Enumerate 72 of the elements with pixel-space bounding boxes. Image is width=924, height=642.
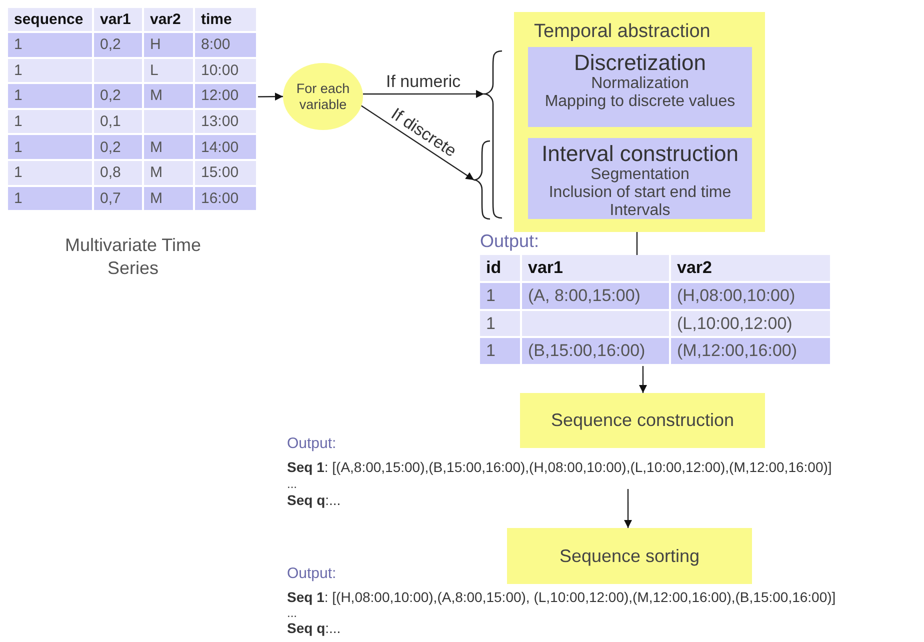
header-cell: var1 xyxy=(522,255,669,281)
table-cell: 0,2 xyxy=(94,33,142,57)
output-heading: Output: xyxy=(287,436,336,452)
table-cell: 1 xyxy=(8,110,92,134)
table-cell: (B,15:00,16:00) xyxy=(522,338,669,364)
table-cell: 0,8 xyxy=(94,161,142,185)
table-cell: 0,2 xyxy=(94,84,142,108)
table-cell: 1 xyxy=(8,186,92,210)
box-text: Inclusion of start end time xyxy=(548,184,732,202)
table-cell: M xyxy=(144,135,193,159)
header-cell: time xyxy=(195,8,256,31)
table-cell: M xyxy=(144,84,193,108)
table-cell: L xyxy=(144,58,193,82)
sequence-text: Seq 1: [(H,08:00,10:00),(A,8:00,15:00), (L,10:00,12:00),(M,12:00,16:00),(B,15:00,16:00)] xyxy=(287,590,836,606)
header-cell: var2 xyxy=(144,8,193,31)
curly-brace xyxy=(474,140,490,220)
table-cell: 1 xyxy=(8,161,92,185)
sequence-text: Seq 1: [(A,8:00,15:00),(B,15:00,16:00),(H,08:00,10:00),(L,10:00,12:00),(M,12:00,16:00)] xyxy=(287,460,832,476)
table-cell: M xyxy=(144,161,193,185)
box-text: Normalization xyxy=(590,75,690,93)
table-cell: 1 xyxy=(480,338,520,364)
table-cell: 13:00 xyxy=(195,110,256,134)
box-text: Mapping to discrete values xyxy=(544,93,736,111)
table-cell: 1 xyxy=(480,310,520,336)
table-cell: 1 xyxy=(8,135,92,159)
table-cell: (L,10:00,12:00) xyxy=(671,310,830,336)
header-cell: var2 xyxy=(671,255,830,281)
group-panel xyxy=(514,12,765,232)
header-cell: var1 xyxy=(94,8,142,31)
table-cell: 10:00 xyxy=(195,58,256,82)
box-text: Intervals xyxy=(608,202,672,220)
curly-brace xyxy=(484,50,502,219)
table-cell: (A, 8:00,15:00) xyxy=(522,283,669,309)
box-text: Segmentation xyxy=(590,166,690,184)
table-cell: 0,1 xyxy=(94,110,142,134)
table-cell: 12:00 xyxy=(195,84,256,108)
table-caption: Multivariate Time Series xyxy=(64,234,202,280)
box-label: Sequence construction xyxy=(550,410,734,431)
header-cell: sequence xyxy=(8,8,92,31)
data-table xyxy=(8,8,258,212)
process-box xyxy=(528,138,752,219)
sequence-text: Seq q:... xyxy=(287,621,341,636)
ellipsis-text: ... xyxy=(287,607,298,620)
table-cell: 1 xyxy=(8,84,92,108)
table-cell: (M,12:00,16:00) xyxy=(671,338,830,364)
node-label: For each variable xyxy=(295,80,351,112)
output-heading: Output: xyxy=(480,232,540,252)
box-heading: Interval construction xyxy=(540,141,740,166)
table-cell: 8:00 xyxy=(195,33,256,57)
panel-title: Temporal abstraction xyxy=(534,21,710,43)
table-cell: 16:00 xyxy=(195,186,256,210)
table-cell: M xyxy=(144,186,193,210)
process-box xyxy=(528,47,752,127)
process-box xyxy=(507,528,752,584)
table-cell: 0,7 xyxy=(94,186,142,210)
table-cell: (H,08:00,10:00) xyxy=(671,283,830,309)
header-cell: id xyxy=(480,255,520,281)
box-heading: Discretization xyxy=(572,50,708,75)
ellipsis-text: ... xyxy=(287,478,298,492)
edge-label: If numeric xyxy=(386,72,461,90)
box-label: Sequence sorting xyxy=(559,546,700,566)
table-cell: 1 xyxy=(8,58,92,82)
data-table xyxy=(480,255,832,366)
process-box xyxy=(520,393,765,448)
output-heading: Output: xyxy=(287,566,336,582)
table-cell: 15:00 xyxy=(195,161,256,185)
sequence-text: Seq q:... xyxy=(287,493,341,508)
table-cell: H xyxy=(144,33,193,57)
table-cell: 1 xyxy=(480,283,520,309)
table-cell: 0,2 xyxy=(94,135,142,159)
table-cell: 14:00 xyxy=(195,135,256,159)
table-cell: 1 xyxy=(8,33,92,57)
